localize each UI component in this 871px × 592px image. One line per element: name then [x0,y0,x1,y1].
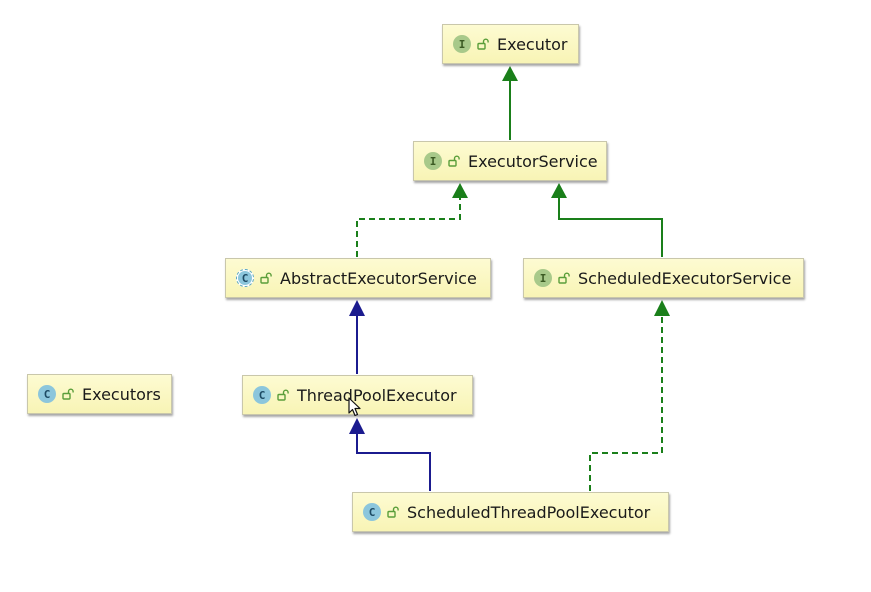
node-label: ThreadPoolExecutor [297,385,457,405]
unlocked-padlock-icon [448,155,460,167]
unlocked-padlock-icon [558,272,570,284]
unlocked-padlock-icon [277,389,289,401]
node-label: Executors [82,384,161,404]
arrowhead-abstractexecutorservice [349,300,365,316]
unlocked-padlock-icon [260,272,272,284]
node-label: ScheduledThreadPoolExecutor [407,502,651,522]
interface-icon: I [424,152,442,170]
arrowhead-executor [502,66,518,81]
arrowhead-scheduledexecutorservice [654,300,670,316]
class-icon: C [38,385,56,403]
node-scheduled-executor-service[interactable]: I ScheduledExecutorService [523,258,804,298]
node-abstract-executor-service[interactable]: C AbstractExecutorService [225,258,491,298]
edge-scheduledthreadpoolexecutor-to-scheduledexecutorservice [589,316,663,491]
unlocked-padlock-icon [62,388,74,400]
node-label: Executor [497,34,568,54]
arrowhead-executorservice-left [452,183,468,198]
edge-abstractexecutorservice-to-executorservice [356,198,461,257]
node-label: AbstractExecutorService [280,268,477,288]
arrowhead-executorservice-right [551,183,567,198]
interface-icon: I [534,269,552,287]
arrowhead-threadpoolexecutor [349,418,365,434]
node-executor[interactable]: I Executor [442,24,579,64]
class-icon: C [363,503,381,521]
abstract-class-icon: C [236,269,254,287]
unlocked-padlock-icon [387,506,399,518]
edge-scheduledthreadpoolexecutor-to-threadpoolexecutor [356,434,431,491]
node-executors[interactable]: C Executors [27,374,172,414]
node-label: ScheduledExecutorService [578,268,792,288]
node-label: ExecutorService [468,151,598,171]
node-scheduled-thread-pool-executor[interactable]: C ScheduledThreadPoolExecutor [352,492,669,532]
interface-icon: I [453,35,471,53]
node-executor-service[interactable]: I ExecutorService [413,141,607,181]
edge-scheduledexecutorservice-to-executorservice [558,198,663,257]
unlocked-padlock-icon [477,38,489,50]
class-icon: C [253,386,271,404]
node-thread-pool-executor[interactable]: C ThreadPoolExecutor [242,375,473,415]
